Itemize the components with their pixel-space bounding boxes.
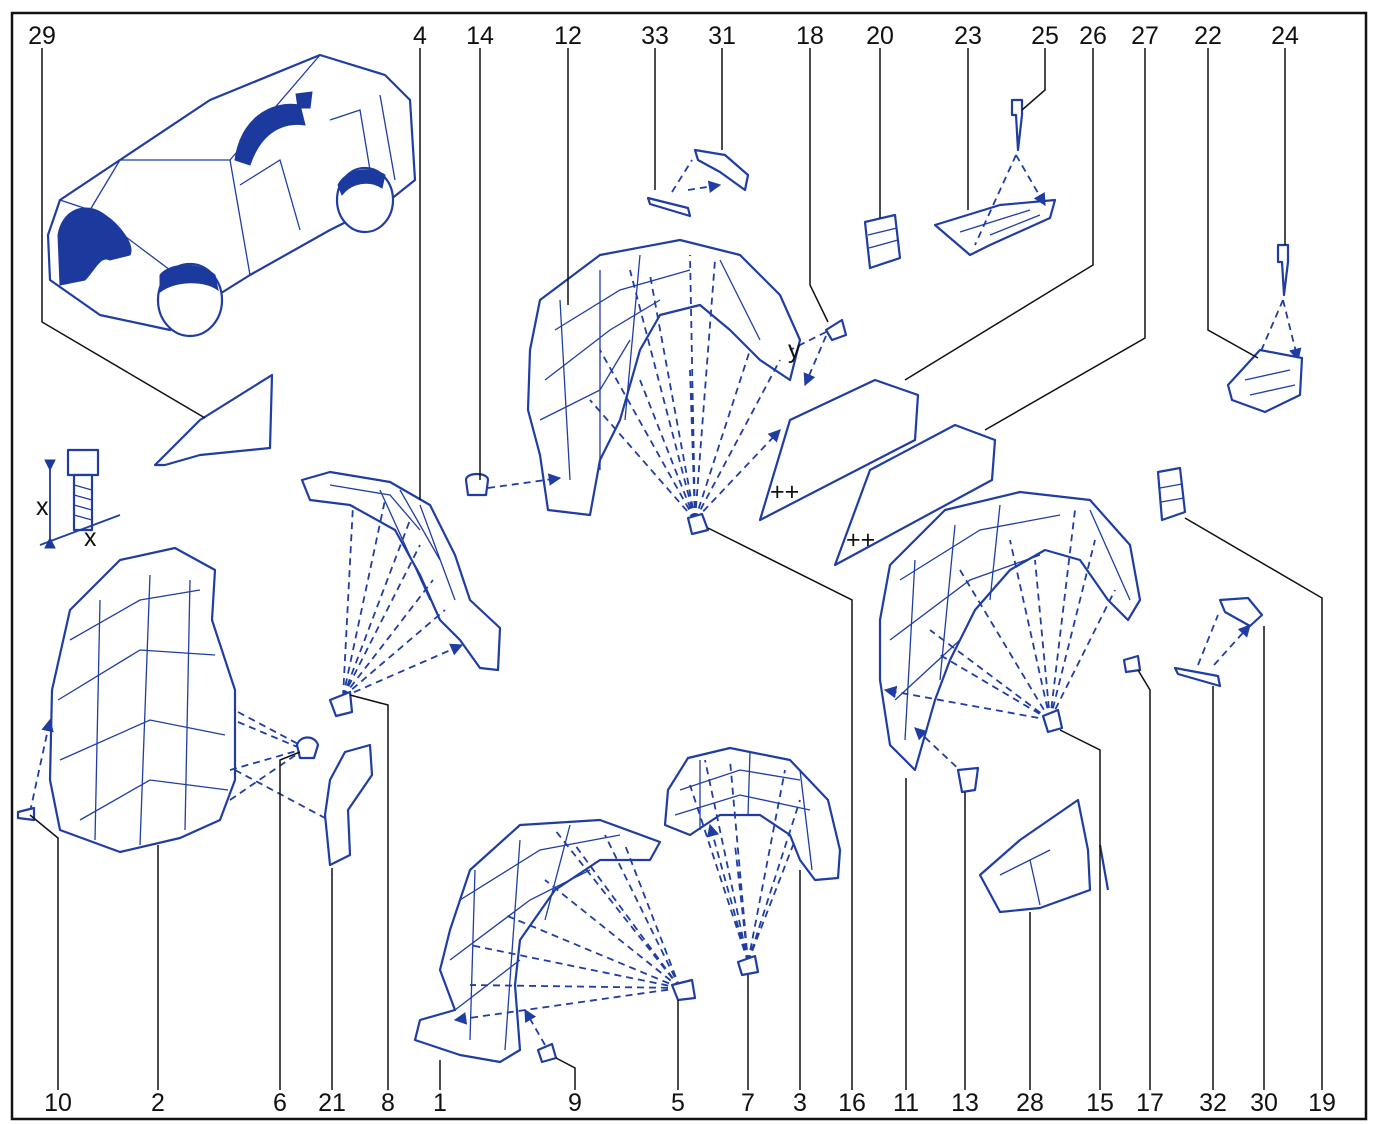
- block-part-19: [1156, 466, 1187, 522]
- callout-22: 22: [1194, 22, 1222, 50]
- callout-33: 33: [641, 22, 669, 50]
- callout-2: 2: [151, 1089, 165, 1117]
- fixing-lines-part-25: [974, 154, 1045, 246]
- vehicle-overview-illustration: [46, 53, 417, 338]
- callout-24: 24: [1271, 22, 1299, 50]
- screw-part-10: [16, 806, 36, 822]
- callout-18: 18: [796, 22, 824, 50]
- callout-32: 32: [1199, 1089, 1227, 1117]
- clip-part-31: [693, 148, 750, 192]
- callout-17: 17: [1136, 1089, 1164, 1117]
- clip-part-6: [295, 736, 320, 760]
- clip-part-5: [670, 978, 697, 1002]
- callout-9: 9: [568, 1089, 582, 1117]
- fixing-lines-part-18: [789, 331, 827, 385]
- fixing-lines-part-31: [671, 159, 720, 192]
- fixing-line-part-9: [524, 1008, 546, 1046]
- measure-label-y: y: [788, 336, 801, 364]
- callout-11: 11: [893, 1089, 919, 1117]
- screw-part-32: [1173, 666, 1222, 688]
- block-part-20: [863, 213, 902, 270]
- clip-part-7: [736, 954, 760, 977]
- callout-12: 12: [554, 22, 582, 50]
- trim-panel-29: [153, 373, 274, 467]
- bracket-part-22: [1226, 348, 1304, 414]
- clip-part-13: [956, 766, 980, 794]
- screw-part-25: [1010, 98, 1024, 152]
- bracket-part-23: [933, 198, 1057, 257]
- callout-21: 21: [318, 1089, 346, 1117]
- callout-20: 20: [866, 22, 894, 50]
- screw-part-9: [536, 1042, 558, 1064]
- clip-part-30: [1218, 596, 1264, 628]
- callout-14: 14: [466, 22, 494, 50]
- diagram-border: [10, 11, 1368, 1121]
- fixing-lines-part-5: [455, 829, 681, 1020]
- callout-1: 1: [433, 1089, 447, 1117]
- callout-15: 15: [1086, 1089, 1114, 1117]
- wheel-arch-liner-part-3: [663, 746, 842, 882]
- callout-26: 26: [1079, 22, 1107, 50]
- callout-25: 25: [1031, 22, 1059, 50]
- fixing-line-part-14: [487, 473, 562, 489]
- callout-30: 30: [1250, 1089, 1278, 1117]
- fixing-lines-part-24: [1254, 299, 1298, 365]
- screw-part-33: [646, 196, 692, 218]
- leader-lines: [29, 48, 1323, 1090]
- callout-10: 10: [44, 1089, 72, 1117]
- callout-31: 31: [708, 22, 736, 50]
- fixing-line-part-10: [29, 718, 54, 813]
- callout-16: 16: [838, 1089, 866, 1117]
- callout-29: 29: [28, 22, 56, 50]
- clip-part-18: [824, 318, 848, 342]
- callout-5: 5: [671, 1089, 685, 1117]
- fixing-lines-part-8: [342, 499, 462, 698]
- measure-label-x1: x: [36, 493, 49, 521]
- clip-part-16: [686, 512, 710, 536]
- fixing-lines-part-7: [689, 759, 801, 963]
- callout-7: 7: [741, 1089, 755, 1117]
- trim-panel-28: [978, 798, 1110, 914]
- callout-19: 19: [1308, 1089, 1336, 1117]
- callout-23: 23: [954, 22, 982, 50]
- callout-28: 28: [1016, 1089, 1044, 1117]
- clip-part-17: [1122, 654, 1142, 674]
- screw-part-24: [1276, 243, 1290, 297]
- callout-6: 6: [273, 1089, 287, 1117]
- measure-label-x2: x: [84, 524, 97, 552]
- bracket-part-21: [323, 743, 374, 867]
- nut-part-14: [464, 472, 490, 497]
- wheel-arch-liner-part-4: [300, 470, 502, 672]
- panel-part-27: [833, 423, 997, 567]
- wheel-arch-liner-part-12: [526, 238, 802, 517]
- bolt-with-dimensions: x x: [36, 448, 121, 552]
- fixing-lines-part-30: [1197, 615, 1250, 666]
- callouts-bottom-row: 10 2 6 21 8 1 9 5 7 3 16 11 13 28 15 17 …: [44, 1089, 1336, 1117]
- callout-8: 8: [381, 1089, 395, 1117]
- wheel-arch-liner-part-11: [878, 490, 1142, 772]
- panel-part-26: [758, 378, 920, 522]
- clip-part-15: [1041, 708, 1064, 734]
- panel-27-mark: ++: [846, 526, 875, 554]
- clip-part-8: [328, 690, 354, 718]
- panel-26-mark: ++: [770, 478, 799, 506]
- fixing-lines-part-16: [589, 254, 780, 521]
- front-wheel-arch-liner-2: [48, 546, 237, 854]
- callouts-top-row: 29 4 14 12 33 31 18 20 23 25 26 27 22 24: [28, 22, 1299, 50]
- callout-27: 27: [1131, 22, 1159, 50]
- fixing-lines-part-15: [885, 509, 1116, 721]
- callout-3: 3: [793, 1089, 807, 1117]
- callout-13: 13: [951, 1089, 979, 1117]
- callout-4: 4: [413, 22, 427, 50]
- wheel-arch-liner-part-1: [413, 818, 662, 1064]
